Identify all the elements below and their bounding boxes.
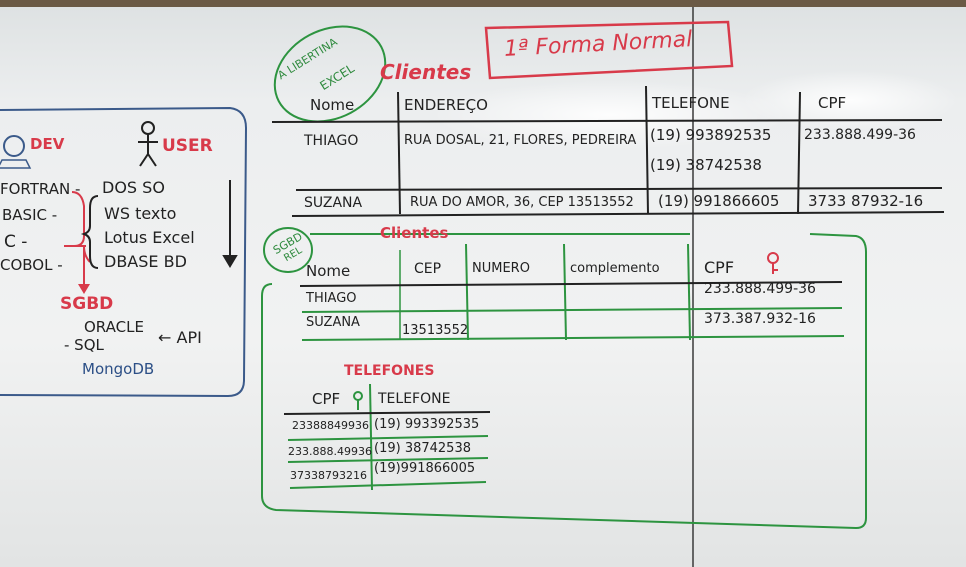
key-icon xyxy=(767,252,779,274)
whiteboard-frame xyxy=(0,0,966,7)
table1-title: Clientes xyxy=(380,60,472,84)
lang-fortran: FORTRAN - xyxy=(0,180,81,198)
t3-row1-cpf: 23388849936 xyxy=(292,419,369,432)
t2-row1-cpf: 233.888.499-36 xyxy=(704,281,816,297)
t3-row3-tel: (19)991866005 xyxy=(374,461,476,476)
app-dos: DOS SO xyxy=(102,180,165,196)
t1-row2-tel: (19) 991866605 xyxy=(658,192,780,210)
t3-row2-cpf: 233.888.49936 xyxy=(288,445,372,458)
sgbd-sql: - SQL xyxy=(64,336,104,354)
t1-header-cpf: CPF xyxy=(818,94,847,112)
t3-row3-cpf: 37338793216 xyxy=(290,469,367,482)
t2-header-numero: NUMERO xyxy=(472,261,530,276)
user-label: USER xyxy=(162,136,213,156)
t2-header-cep: CEP xyxy=(414,261,442,277)
t1-row2-endereco: RUA DO AMOR, 36, CEP 13513552 xyxy=(410,195,634,210)
lang-basic: BASIC - xyxy=(2,206,58,224)
sgbd-label: SGBD xyxy=(60,294,114,314)
lang-cobol: COBOL - xyxy=(0,256,63,274)
t1-row2-nome: SUZANA xyxy=(304,195,363,211)
sgbd-rel-bubble xyxy=(263,227,313,273)
excel-bubble xyxy=(273,25,387,123)
t1-header-telefone: TELEFONE xyxy=(652,94,730,112)
t1-row2-cpf: 3733 87932-16 xyxy=(808,192,924,210)
sgbd-api: ← API xyxy=(158,328,202,347)
table2-title: Clientes xyxy=(380,224,449,242)
t2-header-nome: Nome xyxy=(306,262,351,280)
normalized-container xyxy=(261,233,867,530)
table3-title: TELEFONES xyxy=(344,363,435,379)
app-lotus: Lotus Excel xyxy=(104,228,195,247)
t2-row1-nome: THIAGO xyxy=(306,291,357,306)
title-box xyxy=(484,20,734,80)
user-figure-icon xyxy=(138,121,158,167)
app-dos-text: DOS SO xyxy=(102,178,165,197)
arrow-down-red-icon xyxy=(78,284,90,294)
panel-seam xyxy=(692,7,694,567)
dev-label: DEV xyxy=(30,135,65,153)
left-box-outline xyxy=(0,106,248,398)
t2-header-cpf: CPF xyxy=(704,258,735,277)
t3-row1-tel: (19) 993392535 xyxy=(374,417,480,432)
lang-c: C - xyxy=(4,232,28,252)
app-ws: WS texto xyxy=(104,204,177,223)
t2-row2-cpf: 373.387.932-16 xyxy=(704,311,816,327)
t3-header-cpf: CPF xyxy=(312,390,341,408)
arrow-down-icon xyxy=(222,180,238,268)
t2-header-complemento: complemento xyxy=(570,261,660,276)
t1-row1-nome: THIAGO xyxy=(304,133,359,149)
t3-row2-tel: (19) 38742538 xyxy=(374,441,471,456)
sgbd-mongodb: MongoDB xyxy=(82,360,155,378)
t2-row2-nome: SUZANA xyxy=(306,315,360,330)
t1-row1-tel2: (19) 38742538 xyxy=(650,156,762,174)
sgbd-oracle: ORACLE xyxy=(84,318,144,336)
t1-header-endereco: ENDEREÇO xyxy=(404,96,488,114)
t1-row1-cpf: 233.888.499-36 xyxy=(804,127,916,143)
laptop-icon xyxy=(0,159,32,169)
t1-row1-tel1: (19) 993892535 xyxy=(650,126,772,144)
t1-row1-endereco: RUA DOSAL, 21, FLORES, PEDREIRA xyxy=(404,133,637,148)
red-brace xyxy=(71,191,91,263)
key-icon xyxy=(353,391,363,410)
dev-face-icon xyxy=(3,135,25,157)
app-dbase: DBASE BD xyxy=(104,252,187,271)
t3-header-telefone: TELEFONE xyxy=(378,391,451,407)
apps-brace xyxy=(80,195,99,269)
light-glare xyxy=(430,80,790,150)
t1-header-nome: Nome xyxy=(310,96,355,114)
t2-row2-cep: 13513552 xyxy=(402,323,469,338)
